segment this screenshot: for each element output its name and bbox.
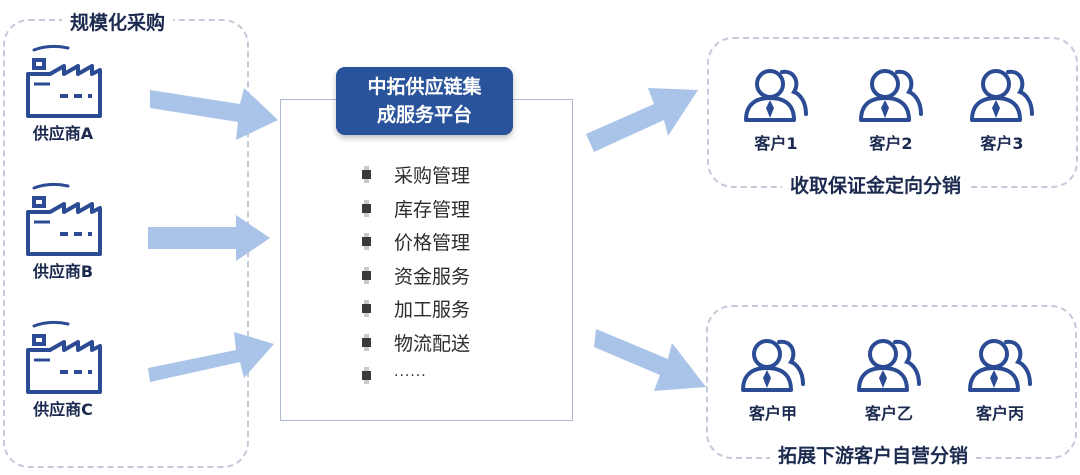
bullet-icon <box>362 304 371 314</box>
service-label: 资金服务 <box>394 265 471 288</box>
platform-title-line-1: 中拓供应链集 <box>367 76 482 98</box>
supplier-label: 供应商B <box>32 262 94 281</box>
supplier-label: 供应商A <box>32 124 94 143</box>
arrow-platform-to-bottom-customers <box>594 329 706 391</box>
service-list: 采购管理 库存管理 价格管理 资金服务 加工服务 物流配送 ······ <box>362 158 470 393</box>
service-item-more: ······ <box>362 359 470 393</box>
platform-box <box>280 99 573 421</box>
customer-icon <box>744 69 808 122</box>
customer-label: 客户丙 <box>975 404 1024 423</box>
service-item: 价格管理 <box>362 225 470 259</box>
bullet-icon <box>362 270 371 280</box>
customer-icon <box>857 339 921 392</box>
service-label: 库存管理 <box>394 198 471 221</box>
factory-icon <box>26 44 102 118</box>
customer-icon <box>970 69 1034 122</box>
supplier-label: 供应商C <box>33 400 93 419</box>
platform-title: 中拓供应链集 成服务平台 <box>336 67 513 135</box>
service-item: 加工服务 <box>362 292 470 326</box>
customer-yi: 客户乙 <box>844 334 934 424</box>
arrow-supplier-c-to-platform <box>148 332 274 382</box>
service-label: 价格管理 <box>394 232 471 255</box>
factory-icon <box>26 182 102 256</box>
supplier-b: 供应商B <box>8 180 118 282</box>
customer-icon <box>741 339 805 392</box>
customer-bing: 客户丙 <box>955 334 1045 424</box>
customer-label: 客户甲 <box>748 404 797 423</box>
customer-jia: 客户甲 <box>728 334 818 424</box>
customer-label: 客户乙 <box>864 404 913 423</box>
service-item: 物流配送 <box>362 326 470 360</box>
service-item: 采购管理 <box>362 158 470 192</box>
service-item: 库存管理 <box>362 192 470 226</box>
bullet-icon <box>362 371 371 381</box>
service-label: 加工服务 <box>394 299 471 322</box>
customer-icon <box>859 69 923 122</box>
customer-2: 客户2 <box>846 64 936 154</box>
customer-1: 客户1 <box>731 64 821 154</box>
service-label: 物流配送 <box>394 332 471 355</box>
service-label: 采购管理 <box>394 165 471 188</box>
bullet-icon <box>362 337 371 347</box>
arrow-supplier-a-to-platform <box>150 88 278 140</box>
service-label: ······ <box>394 367 427 384</box>
arrow-platform-to-top-customers <box>586 88 698 152</box>
supplier-a: 供应商A <box>8 42 118 144</box>
customer-group-bottom-title: 拓展下游客户自营分销 <box>770 441 977 468</box>
supplier-c: 供应商C <box>8 318 118 420</box>
customer-label: 客户2 <box>869 134 913 153</box>
bullet-icon <box>362 237 371 247</box>
arrow-supplier-b-to-platform <box>148 215 270 261</box>
service-item: 资金服务 <box>362 259 470 293</box>
platform-title-line-2: 成服务平台 <box>376 104 472 126</box>
customer-3: 客户3 <box>957 64 1047 154</box>
bullet-icon <box>362 203 371 213</box>
bullet-icon <box>362 170 371 180</box>
customer-label: 客户3 <box>980 134 1024 153</box>
customer-icon <box>968 339 1032 392</box>
factory-icon <box>26 320 102 394</box>
customer-group-top-title: 收取保证金定向分销 <box>782 171 970 198</box>
procurement-title: 规模化采购 <box>62 8 174 35</box>
customer-label: 客户1 <box>754 134 798 153</box>
